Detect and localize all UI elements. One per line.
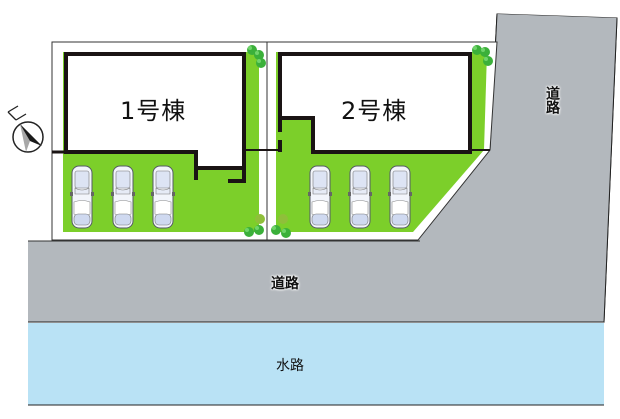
parking-lot-1 (69, 165, 176, 229)
waterway (28, 323, 604, 405)
building-1-label: 1号棟 (120, 97, 187, 125)
car-icon (150, 165, 176, 229)
trees (244, 45, 493, 238)
car-icon (347, 165, 373, 229)
building-2-label: 2号棟 (341, 97, 408, 125)
south-road (28, 14, 617, 322)
car-icon (110, 165, 136, 229)
east-road-label: 道路 (544, 86, 560, 114)
north-arrow-icon (7, 105, 44, 153)
waterway-label: 水路 (276, 358, 304, 374)
car-icon (69, 165, 95, 229)
parking-lot-2 (307, 165, 413, 229)
car-icon (307, 165, 333, 229)
car-icon (387, 165, 413, 229)
south-road-label: 道路 (271, 276, 299, 292)
